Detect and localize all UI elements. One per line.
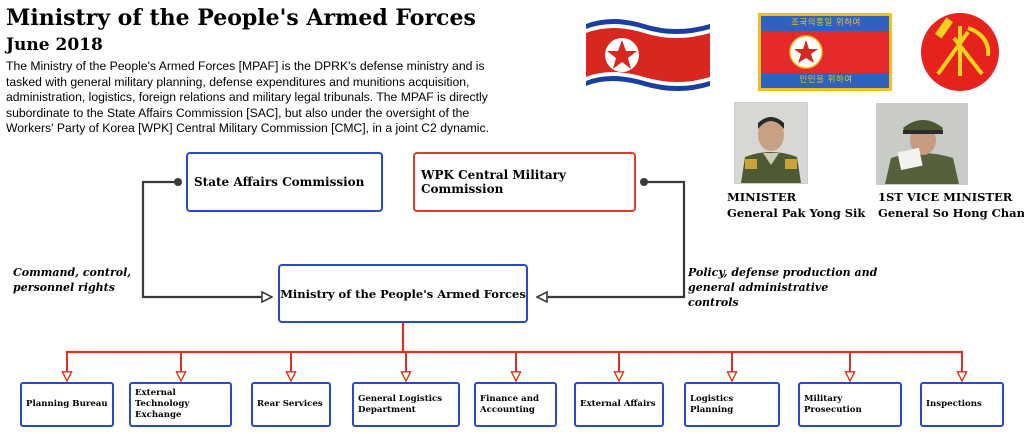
mpaf-label: Ministry of the People's Armed Forces xyxy=(280,286,526,301)
department-box: Planning Bureau xyxy=(20,382,114,427)
description-text: The Ministry of the People's Armed Force… xyxy=(6,59,489,136)
state-affairs-commission-label: State Affairs Commission xyxy=(194,175,365,189)
vice-minister-caption: 1ST VICE MINISTER General So Hong Chan xyxy=(878,189,1024,221)
dprk-flag-icon xyxy=(582,14,716,96)
cmc-to-mpaf-connector xyxy=(537,180,686,297)
sac-connector-dot xyxy=(174,178,182,186)
vice-minister-name: General So Hong Chan xyxy=(878,206,1024,220)
department-box: Logistics Planning xyxy=(684,382,780,427)
minister-caption: MINISTER General Pak Yong Sik xyxy=(727,189,865,221)
department-label: Inspections xyxy=(926,399,982,409)
department-drop-arrows xyxy=(67,352,962,381)
mpaf-box: Ministry of the People's Armed Forces xyxy=(278,264,528,323)
wpk-emblem-icon xyxy=(918,10,1002,94)
minister-role: MINISTER xyxy=(727,190,797,204)
department-box: Rear Services xyxy=(251,382,331,427)
department-label: Military Prosecution xyxy=(804,393,862,415)
department-label: Rear Services xyxy=(257,399,323,409)
minister-name: General Pak Yong Sik xyxy=(727,206,866,220)
department-box: General Logistics Department xyxy=(352,382,460,427)
department-label: Logistics Planning xyxy=(690,393,734,415)
department-box: Inspections xyxy=(920,382,1004,427)
department-label: General Logistics Department xyxy=(358,393,443,415)
department-box: Finance and Accounting xyxy=(474,382,557,427)
page-title: Ministry of the People's Armed Forces xyxy=(6,5,476,31)
vice-minister-portrait xyxy=(876,103,968,185)
right-edge-label: Policy, defense production and general a… xyxy=(688,266,878,309)
kpa-flag-top-text: 조국의통일 위하여 xyxy=(791,18,861,28)
vice-minister-role: 1ST VICE MINISTER xyxy=(878,190,1013,204)
kpa-flag-bottom-text: 인민을 위하여 xyxy=(799,75,853,85)
department-box: External Affairs xyxy=(574,382,664,427)
department-label: External Technology Exchange xyxy=(135,388,190,420)
left-edge-label: Command, control, personnel rights xyxy=(13,266,132,294)
sac-to-mpaf-connector xyxy=(141,180,272,297)
kpa-flag-icon: 조국의통일 위하여 인민을 위하여 xyxy=(758,13,892,91)
wpk-cmc-box: WPK Central Military Commission xyxy=(413,152,636,212)
department-box: Military Prosecution xyxy=(798,382,902,427)
page-date: June 2018 xyxy=(6,35,103,55)
cmc-connector-dot xyxy=(640,178,648,186)
department-box: External Technology Exchange xyxy=(129,382,232,427)
department-label: Planning Bureau xyxy=(26,399,108,409)
wpk-cmc-label: WPK Central Military Commission xyxy=(421,168,566,196)
minister-portrait xyxy=(734,102,808,184)
department-label: Finance and Accounting xyxy=(480,393,539,415)
department-label: External Affairs xyxy=(580,399,656,409)
state-affairs-commission-box: State Affairs Commission xyxy=(186,152,383,212)
